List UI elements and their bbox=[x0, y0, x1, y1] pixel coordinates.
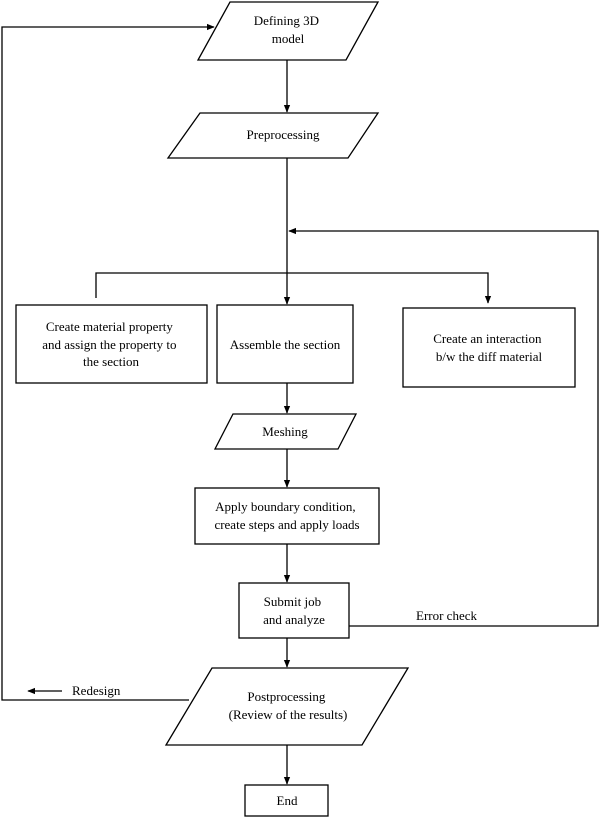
meshing-label: Meshing bbox=[262, 424, 308, 439]
defining-3d-model-node bbox=[196, 1, 380, 61]
postprocessing-node bbox=[164, 667, 410, 746]
branch-line bbox=[95, 272, 492, 304]
submit-job-label: Submit job and analyze bbox=[263, 594, 325, 627]
error-check-label: Error check bbox=[416, 608, 477, 623]
redesign-loop-line bbox=[1, 23, 215, 701]
redesign-label: Redesign bbox=[72, 683, 121, 698]
interaction-node bbox=[402, 307, 576, 388]
boundary-condition-label: Apply boundary condition, create steps a… bbox=[214, 499, 359, 532]
preprocessing-label: Preprocessing bbox=[247, 127, 320, 142]
material-property-label: Create material property and assign the … bbox=[42, 319, 180, 369]
meshing-node bbox=[213, 413, 358, 450]
boundary-condition-node bbox=[194, 487, 380, 545]
postprocessing-label: Postprocessing (Review of the results) bbox=[229, 689, 348, 722]
assemble-section-node bbox=[216, 304, 354, 384]
material-property-node bbox=[15, 304, 208, 384]
end-node bbox=[244, 784, 329, 817]
assemble-section-label: Assemble the section bbox=[230, 337, 341, 352]
error-check-loop-line bbox=[288, 227, 599, 627]
interaction-label: Create an interaction b/w the diff mater… bbox=[433, 331, 545, 364]
end-label: End bbox=[277, 793, 298, 808]
defining-3d-model-label: Defining 3D model bbox=[254, 13, 323, 46]
preprocessing-node bbox=[166, 112, 380, 159]
submit-job-node bbox=[238, 582, 350, 639]
